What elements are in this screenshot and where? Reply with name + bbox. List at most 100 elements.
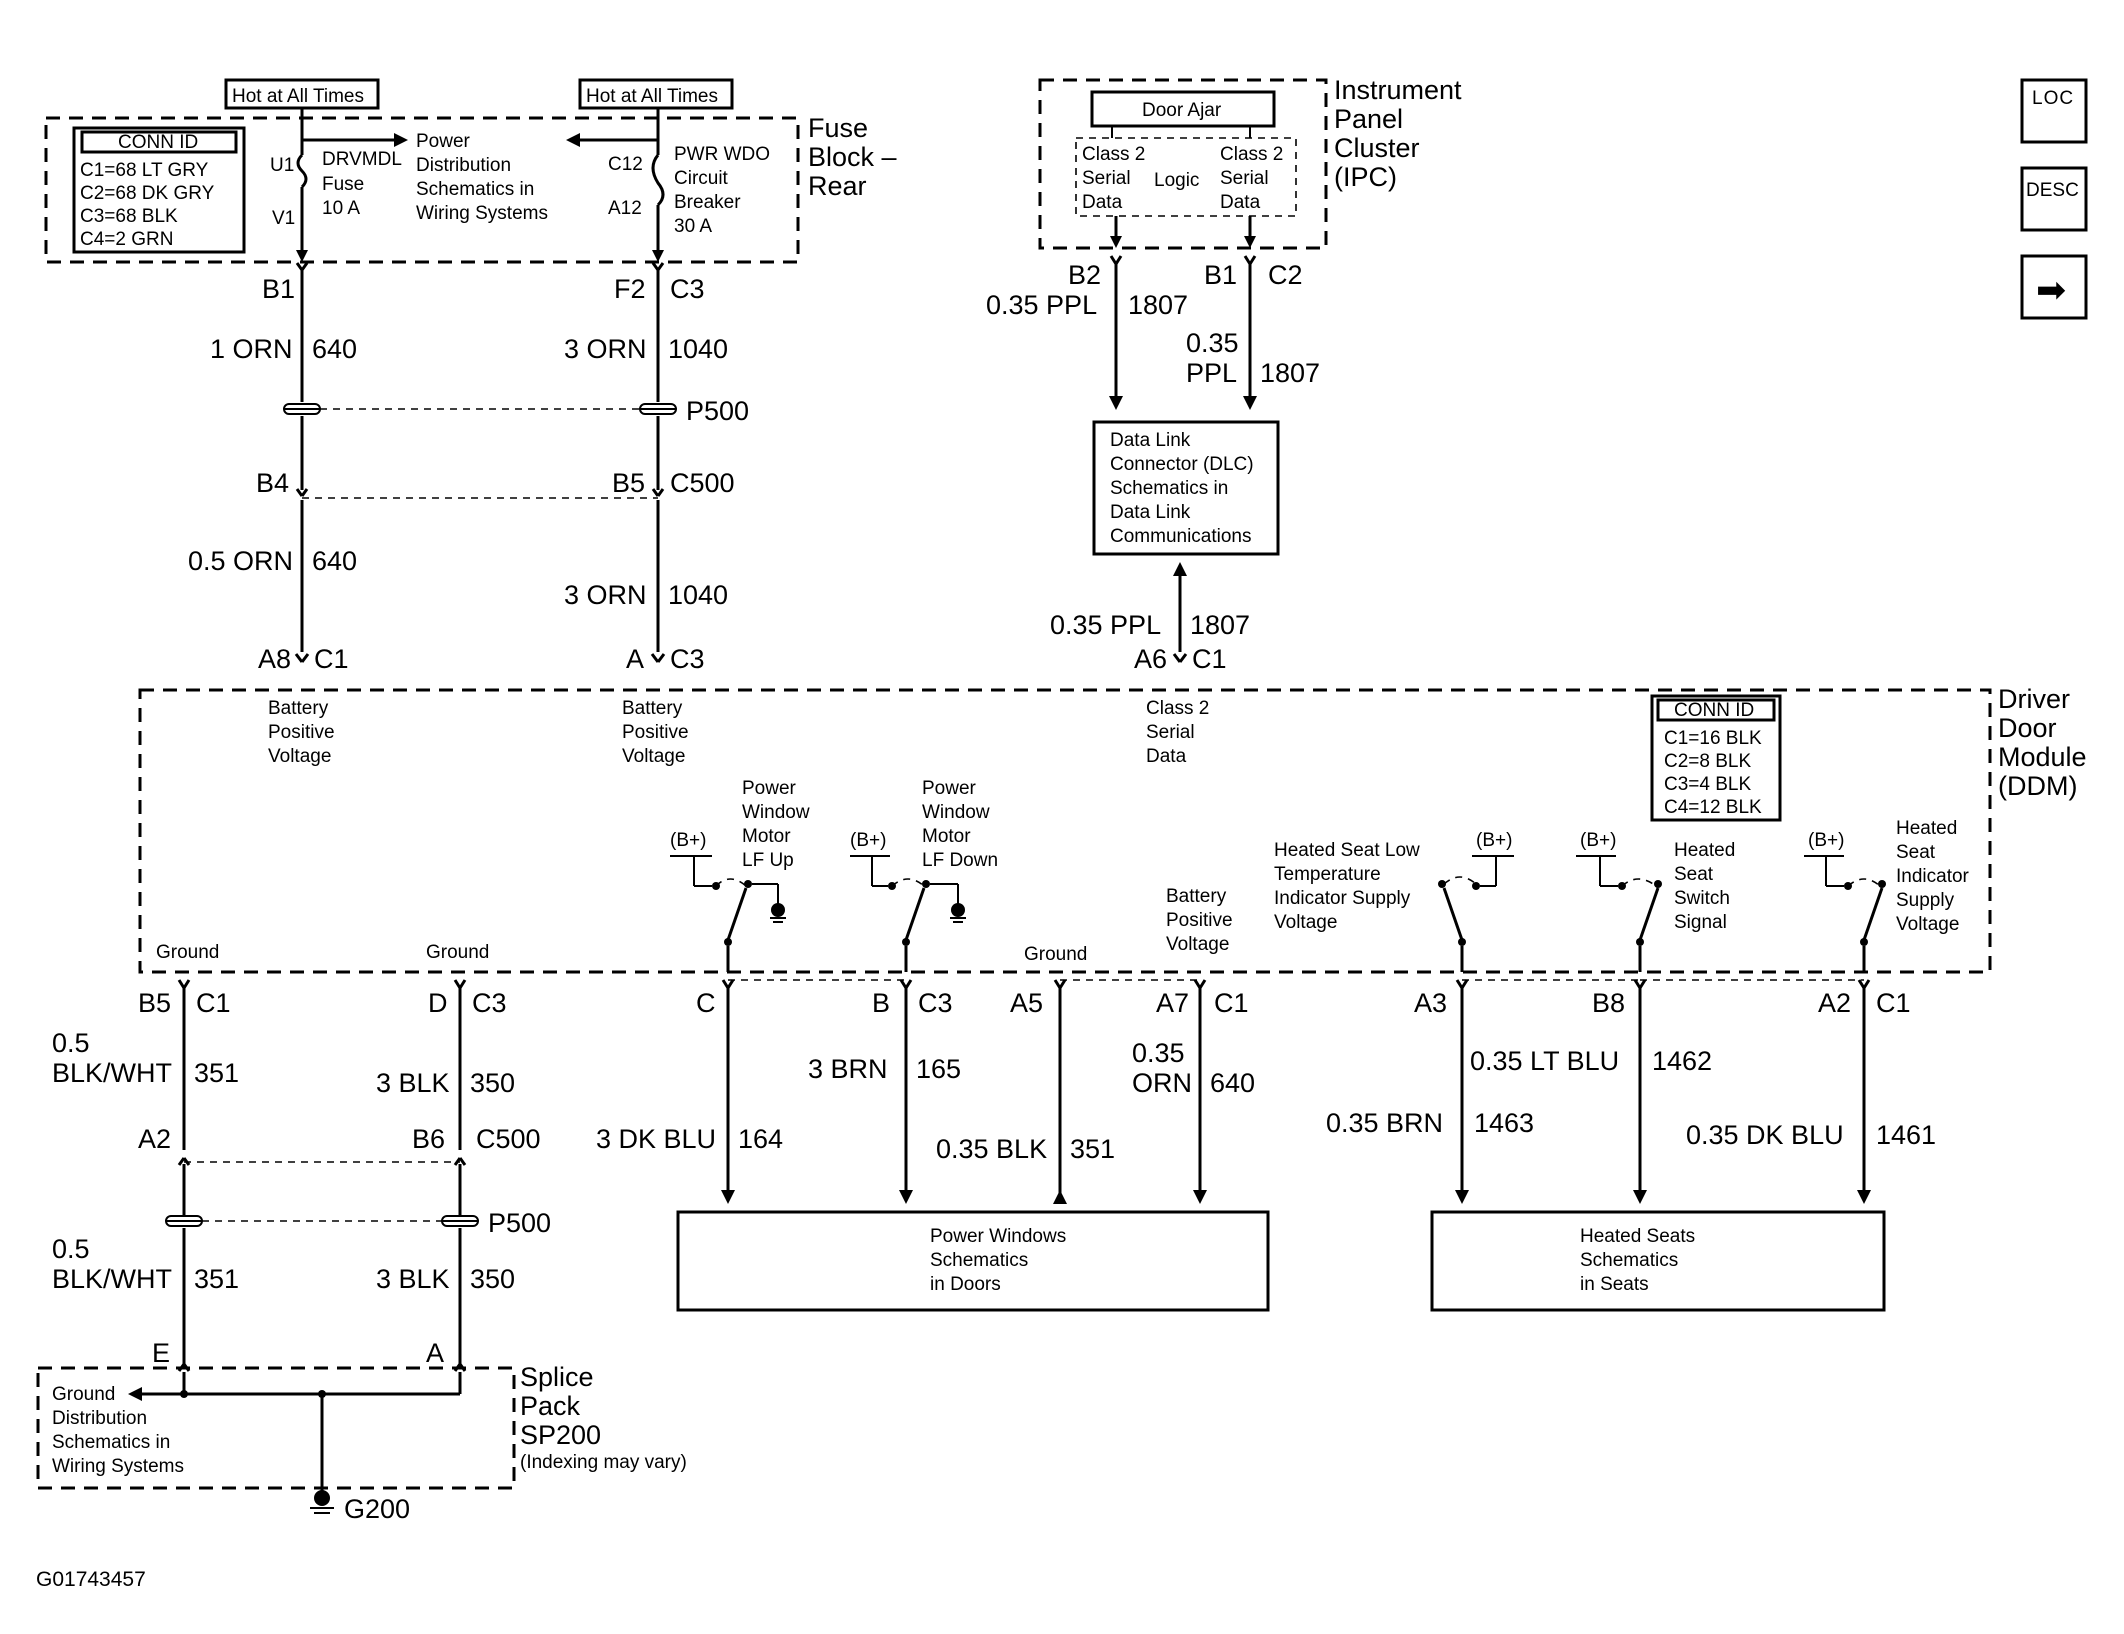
conn-c1-a8: C1 — [314, 644, 349, 674]
dlc-box — [1092, 420, 1280, 556]
loc-button[interactable]: LOC — [2020, 78, 2088, 144]
wire-1461-num: 1461 — [1876, 1120, 1936, 1150]
hs-switch-signal: (B+) — [1576, 830, 1662, 972]
next-button[interactable]: ➡ — [2020, 254, 2088, 320]
ipc-logic: Logic — [1154, 170, 1199, 191]
conn-a3: A3 — [1414, 988, 1447, 1018]
wire-1463-color: 0.35 BRN — [1326, 1108, 1443, 1138]
heated-seats-box: Heated Seats Schematics in Seats — [1430, 1210, 1886, 1312]
ipc-dlc-wires: B2 0.35 PPL 1807 B1 C2 0.35 PPL 1807 Dat… — [986, 255, 1320, 674]
wire-640-lower-color: 0.5 ORN — [188, 546, 293, 576]
fuse-conn-id-4: C4=2 GRN — [80, 229, 173, 250]
hs-switch-3: Switch — [1674, 888, 1730, 909]
hs-ind-1: Heated — [1896, 818, 1957, 839]
ddm-bpv2-3: Voltage — [622, 746, 685, 767]
conn-c3-d: C3 — [472, 988, 507, 1018]
fuse-conn-id-1: C1=68 LT GRY — [80, 160, 209, 181]
conn-c1-a7: C1 — [1214, 988, 1249, 1018]
ddm-title-4: (DDM) — [1998, 771, 2077, 801]
pw-up-4: LF Up — [742, 850, 794, 871]
wire-165-color: 3 BRN — [808, 1054, 888, 1084]
fuse-block-outline — [44, 116, 800, 264]
wire-640-pw-color-1: 0.35 — [1132, 1038, 1185, 1068]
breaker-symbol — [651, 154, 665, 207]
wire-1463-num: 1463 — [1474, 1108, 1534, 1138]
ipc-right-data-1: Class 2 — [1220, 144, 1283, 165]
hs-ind-2: Seat — [1896, 842, 1936, 863]
splice-note: (Indexing may vary) — [520, 1452, 687, 1473]
wire-164-num: 164 — [738, 1124, 783, 1154]
fuse-block-title-2: Block – — [808, 142, 897, 172]
ddm-ground-1: Ground — [156, 942, 219, 963]
ddm-outline — [138, 688, 1992, 974]
conn-b2: B2 — [1068, 260, 1101, 290]
fuse-pin-u1: U1 — [270, 155, 294, 176]
hs-indicator-switch: (B+) — [1804, 830, 1886, 972]
ddm-bpv3-1: Battery — [1166, 886, 1227, 907]
conn-p500-top: P500 — [686, 396, 749, 426]
hs-ind-5: Voltage — [1896, 914, 1959, 935]
ipc-left-data-2: Serial — [1082, 168, 1131, 189]
bplus-label-1: (B+) — [670, 830, 706, 851]
wire-1807-right-num: 1807 — [1260, 358, 1320, 388]
hs-low-3: Indicator Supply — [1274, 888, 1411, 909]
conn-c: C — [696, 988, 716, 1018]
wire-640-pw-num: 640 — [1210, 1068, 1255, 1098]
pw-down-4: LF Down — [922, 850, 998, 871]
conn-a8: A8 — [258, 644, 291, 674]
breaker-label-3: Breaker — [674, 192, 741, 213]
splice-title-1: Splice — [520, 1362, 594, 1392]
wire-1461-color: 0.35 DK BLU — [1686, 1120, 1844, 1150]
conn-d: D — [428, 988, 448, 1018]
conn-b5-top: B5 — [612, 468, 645, 498]
ddm-bpv3-2: Positive — [1166, 910, 1233, 931]
ddm-bpv2-2: Positive — [622, 722, 689, 743]
dlc-line-1: Data Link — [1110, 430, 1191, 451]
ddm-title-1: Driver — [1998, 684, 2070, 714]
pw-up-switch: (B+) — [670, 830, 786, 972]
bplus-label-3: (B+) — [1476, 830, 1512, 851]
hs-low-2: Temperature — [1274, 864, 1381, 885]
ipc-title-2: Panel — [1334, 104, 1403, 134]
ddm-title-3: Module — [1998, 742, 2087, 772]
conn-c3-b: C3 — [918, 988, 953, 1018]
dlc-line-5: Communications — [1110, 526, 1252, 547]
conn-a6: A6 — [1134, 644, 1167, 674]
ddm-bpv1-3: Voltage — [268, 746, 331, 767]
hs-ind-4: Supply — [1896, 890, 1955, 911]
wire-351-pw-color: 0.35 BLK — [936, 1134, 1047, 1164]
ipc-title-1: Instrument — [1334, 75, 1462, 105]
conn-b6: B6 — [412, 1124, 445, 1154]
breaker-label-2: Circuit — [674, 168, 729, 189]
wire-1807-left-num: 1807 — [1128, 290, 1188, 320]
pw-down-3: Motor — [922, 826, 971, 847]
hot-label-left: Hot at All Times — [232, 86, 364, 107]
breaker-label-1: PWR WDO — [674, 144, 770, 165]
driver-door-module: Driver Door Module (DDM) CONN ID C1=16 B… — [138, 684, 2087, 974]
splice-title-3: SP200 — [520, 1420, 601, 1450]
conn-b5-ddm: B5 — [138, 988, 171, 1018]
hs-switch-1: Heated — [1674, 840, 1735, 861]
feed-wires: B1 1 ORN 640 B4 0.5 ORN 640 A8 C1 F2 C3 … — [188, 262, 749, 674]
wire-1040-lower-color: 3 ORN — [564, 580, 647, 610]
fuse-symbol — [296, 153, 308, 189]
desc-button[interactable]: DESC — [2020, 166, 2088, 232]
hot-label-box-right — [578, 78, 734, 110]
wire-1807-ddm-num: 1807 — [1190, 610, 1250, 640]
figure-id: G01743457 — [36, 1568, 146, 1591]
bplus-label-5: (B+) — [1808, 830, 1844, 851]
ddm-conn-id-title: CONN ID — [1674, 700, 1754, 721]
conn-c1-b5: C1 — [196, 988, 231, 1018]
splice-title-2: Pack — [520, 1391, 581, 1421]
wire-1040-upper-color: 3 ORN — [564, 334, 647, 364]
breaker-pin-a12: A12 — [608, 198, 642, 219]
pw-down-switch: (B+) — [850, 830, 966, 972]
door-ajar-box — [1090, 90, 1276, 128]
ipc-outline — [1038, 78, 1328, 250]
lower-wires: B5 C1 0.5 BLK/WHT 351 A2 0.5 BLK/WHT 351… — [52, 979, 1936, 1372]
ipc-right-data-3: Data — [1220, 192, 1261, 213]
nav-buttons: LOC DESC ➡ — [2020, 78, 2088, 320]
ipc-logic-box — [1075, 137, 1297, 217]
splice-pack: Splice Pack SP200 (Indexing may vary) Gr… — [36, 1362, 687, 1524]
desc-button-label: DESC — [2026, 180, 2079, 201]
